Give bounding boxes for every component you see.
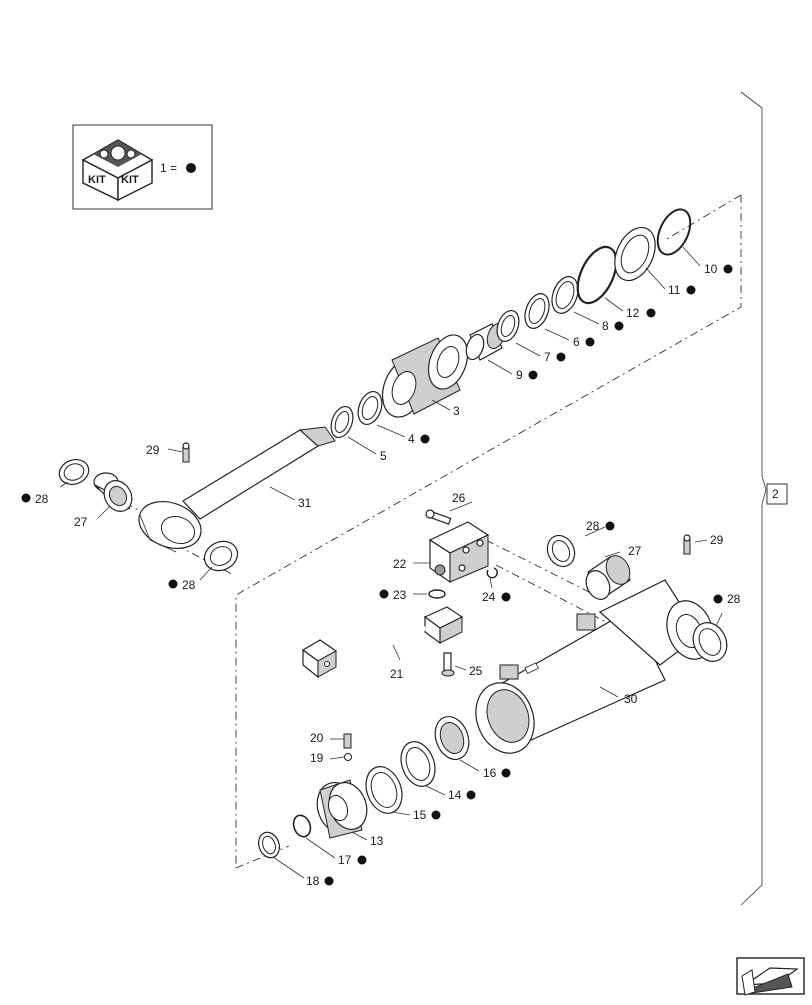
callout-28-b: 28 [182, 578, 196, 592]
callout-9: 9 [516, 368, 523, 382]
kit-dot-15 [431, 810, 441, 820]
group-ref-label: 2 [772, 487, 779, 501]
callout-7: 7 [544, 350, 551, 364]
piston-3 [381, 334, 469, 418]
callout-28-d: 28 [727, 592, 741, 606]
callout-16: 16 [483, 766, 497, 780]
callout-labels: 10 11 12 8 6 7 9 3 4 5 29 31 28 27 28 26… [21, 262, 741, 888]
callout-23: 23 [393, 588, 407, 602]
o-ring-17 [292, 814, 312, 838]
callout-8: 8 [602, 319, 609, 333]
bushing-9 [465, 322, 506, 361]
head-13 [316, 779, 368, 839]
kit-legend: KIT KIT 1 = [72, 124, 213, 210]
kit-dot-17 [357, 855, 367, 865]
callout-29-rod: 29 [146, 443, 160, 457]
kit-dot-7 [556, 352, 566, 362]
callout-22: 22 [393, 557, 407, 571]
kit-dot-28-c [605, 521, 615, 531]
kit-dot-12 [646, 308, 656, 318]
next-page-arrow-icon[interactable] [736, 957, 805, 996]
callout-10: 10 [704, 262, 718, 276]
bolt-26 [425, 509, 452, 525]
head-assembly [258, 716, 470, 859]
bushing-27-rod [93, 472, 133, 512]
kit-dot-4 [420, 434, 430, 444]
kit-dot-8 [614, 321, 624, 331]
kit-dot-14 [466, 790, 476, 800]
kit-dot-24 [501, 592, 511, 602]
callout-27-barrel: 27 [628, 544, 642, 558]
leader-lines [59, 246, 723, 879]
callout-27-rod: 27 [74, 515, 88, 529]
callout-11: 11 [668, 283, 681, 297]
callout-15: 15 [413, 808, 427, 822]
callout-14: 14 [448, 788, 462, 802]
pipe-21 [301, 606, 464, 679]
kit-dot-16 [501, 768, 511, 778]
grease-nipple-29-barrel [683, 534, 691, 555]
o-ring-23 [428, 589, 446, 599]
kit-text-right: KIT [121, 174, 139, 186]
callout-5: 5 [380, 449, 387, 463]
callout-28-a: 28 [35, 492, 49, 506]
callout-17: 17 [338, 853, 352, 867]
callout-13: 13 [370, 834, 384, 848]
valve-block-22 [428, 521, 490, 584]
callout-26: 26 [452, 491, 466, 505]
kit-bullet-dot [186, 163, 196, 173]
kit-dot-18 [324, 876, 334, 886]
bushing-27-barrel [585, 555, 631, 600]
cylinder-barrel-30 [475, 579, 714, 754]
bolt-25 [441, 652, 455, 677]
kit-dot-28-d [713, 594, 723, 604]
callout-4: 4 [408, 432, 415, 446]
callout-3: 3 [453, 404, 460, 418]
piston-rod-assembly [58, 208, 692, 572]
callout-28-c: 28 [586, 519, 600, 533]
kit-box-icon: KIT KIT [81, 139, 154, 202]
kit-dot-11 [686, 285, 696, 295]
kit-dot-28-b [168, 579, 178, 589]
o-ring-24 [486, 567, 498, 579]
callout-12: 12 [626, 306, 640, 320]
callout-18: 18 [306, 874, 320, 888]
ball-19 [344, 753, 352, 761]
plug-20 [343, 733, 352, 749]
rod-eye [138, 501, 202, 553]
kit-dot-23 [379, 589, 389, 599]
o-ring-12 [576, 245, 618, 305]
callout-24: 24 [482, 590, 496, 604]
callout-30: 30 [624, 692, 638, 706]
callout-6: 6 [573, 335, 580, 349]
kit-dot-10 [723, 264, 733, 274]
valve-assembly [301, 509, 498, 679]
kit-dot-9 [528, 370, 538, 380]
callout-31: 31 [298, 496, 312, 510]
kit-text-left: KIT [88, 174, 106, 186]
callout-19: 19 [310, 751, 324, 765]
callout-21: 21 [390, 667, 404, 681]
callout-29-barrel: 29 [710, 533, 724, 547]
callout-25: 25 [469, 664, 483, 678]
o-ring-10 [656, 208, 692, 256]
group-bracket: 2 [740, 91, 788, 906]
callout-20: 20 [310, 731, 324, 745]
grease-nipple-29 [182, 442, 190, 463]
kit-dot-6 [585, 337, 595, 347]
kit-dot-28-a [21, 493, 31, 503]
kit-equation-text: 1 = [160, 161, 177, 175]
